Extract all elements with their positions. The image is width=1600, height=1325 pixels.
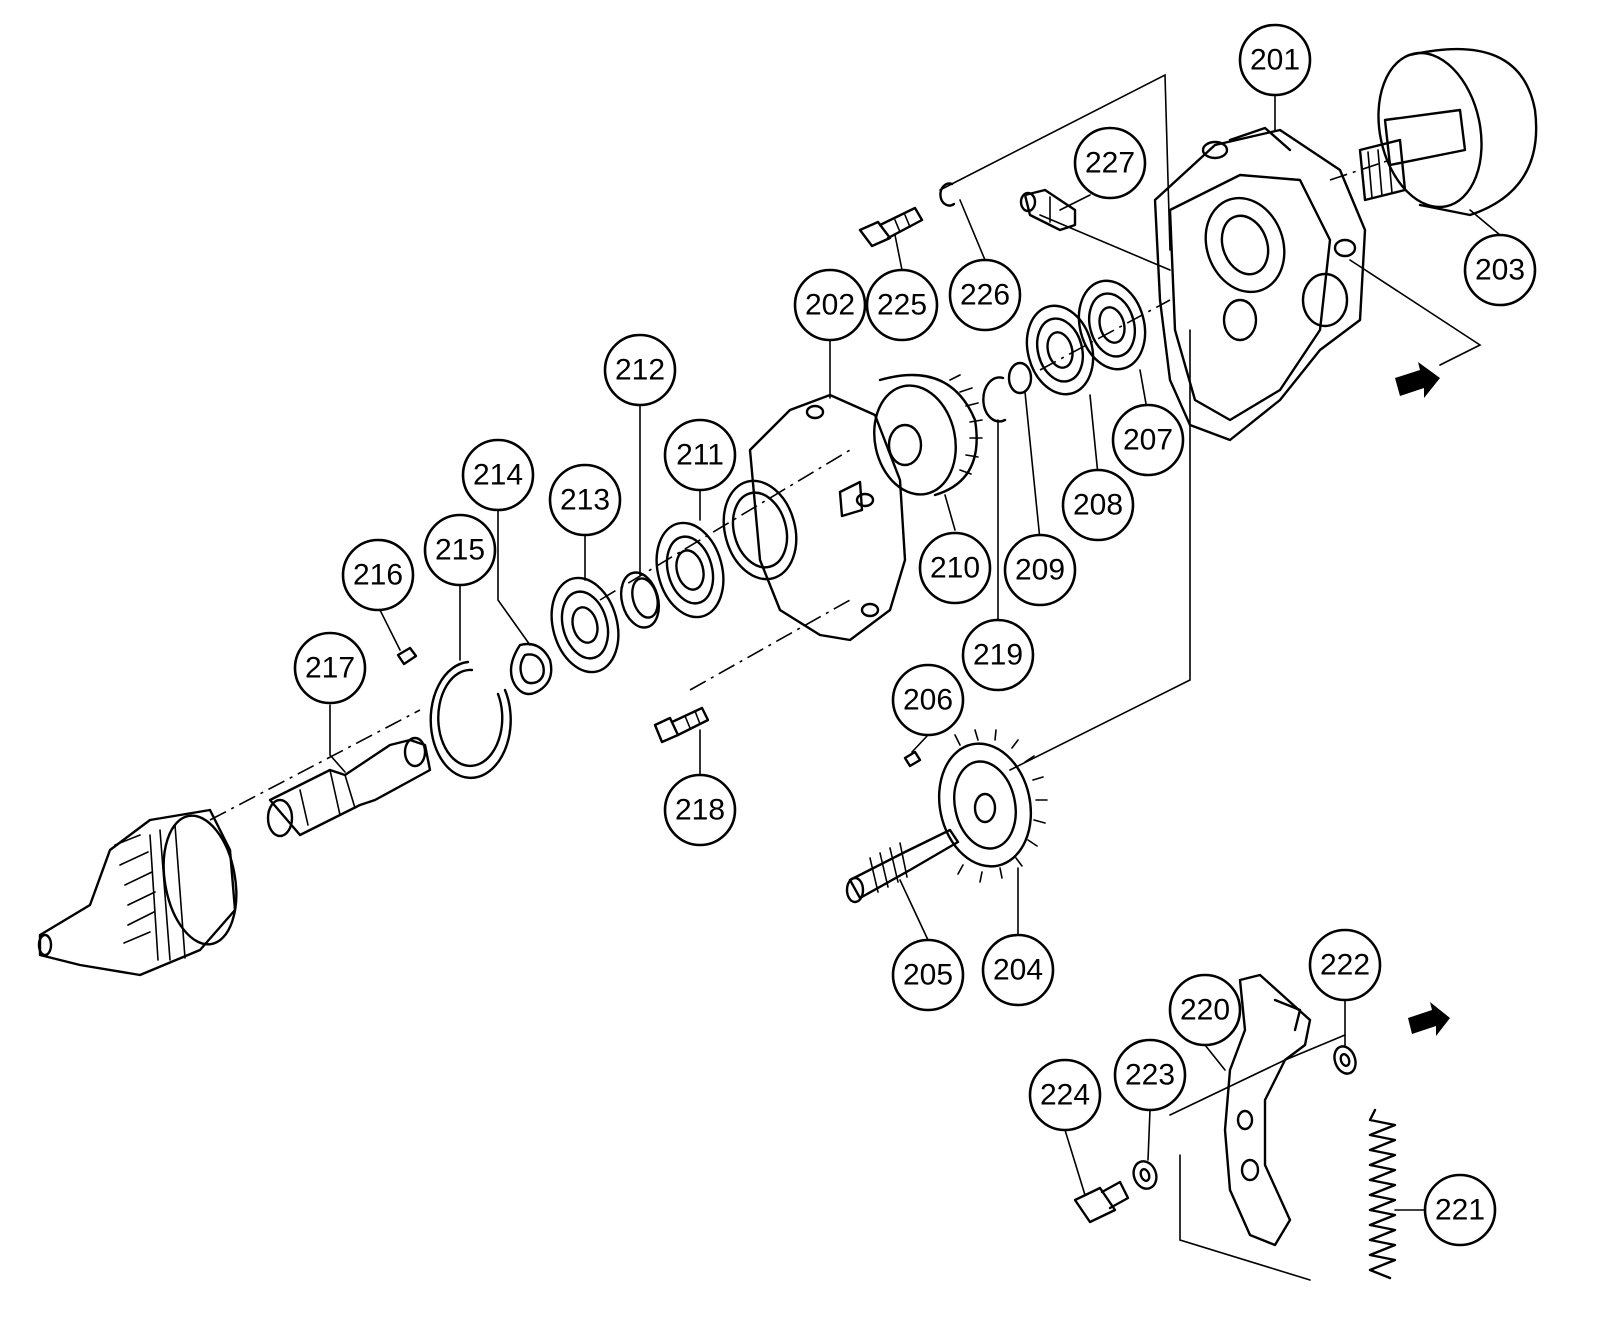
callout-217: 217 — [293, 631, 367, 705]
ball-bearing-213-part — [550, 576, 620, 674]
callout-223: 223 — [1113, 1038, 1187, 1112]
callout-210: 210 — [918, 531, 992, 605]
lever-220-part — [1223, 973, 1312, 1247]
leader-lines — [329, 94, 1501, 1211]
callout-222: 222 — [1308, 928, 1382, 1002]
callout-label: 220 — [1180, 994, 1230, 1027]
washer-222-part — [1333, 1045, 1357, 1075]
wave-washer-part — [509, 642, 553, 696]
callout-label: 215 — [435, 534, 485, 567]
snap-ring-219-part — [982, 376, 1007, 423]
callout-227: 227 — [1073, 126, 1147, 200]
callout-208: 208 — [1061, 468, 1135, 542]
callout-label: 209 — [1015, 554, 1065, 587]
callout-212: 212 — [603, 333, 677, 407]
callout-label: 216 — [353, 559, 403, 592]
callout-label: 208 — [1073, 489, 1123, 522]
callout-label: 222 — [1320, 949, 1370, 982]
washer-223-part — [1132, 1160, 1158, 1190]
callout-207: 207 — [1111, 403, 1185, 477]
callout-label: 210 — [930, 552, 980, 585]
key-216-part — [396, 646, 418, 666]
callout-211: 211 — [663, 418, 737, 492]
callout-label: 218 — [675, 794, 725, 827]
ring-212-part — [619, 571, 661, 629]
ball-bearing-211-part — [655, 521, 725, 619]
callout-label: 214 — [473, 459, 523, 492]
ball-bearing-207-part — [1077, 279, 1147, 371]
callout-205: 205 — [891, 938, 965, 1012]
callout-203: 203 — [1463, 233, 1537, 307]
callout-202: 202 — [793, 268, 867, 342]
callout-label: 226 — [960, 279, 1010, 312]
gear-cover-part — [722, 393, 907, 642]
callout-label: 217 — [305, 652, 355, 685]
callout-224: 224 — [1028, 1058, 1102, 1132]
spindle-part — [266, 736, 432, 838]
snap-ring-209-part — [1007, 361, 1033, 395]
key-206-part — [903, 750, 922, 768]
callout-label: 225 — [877, 289, 927, 322]
callout-225: 225 — [865, 268, 939, 342]
callout-label: 221 — [1435, 1194, 1485, 1227]
screw-218-part — [653, 706, 710, 744]
gear-204-part — [937, 729, 1048, 883]
arrow-right-icon — [1408, 1002, 1450, 1036]
gear-210-part — [873, 373, 983, 497]
callout-label: 223 — [1125, 1059, 1175, 1092]
callout-label: 219 — [973, 639, 1023, 672]
callout-label: 212 — [615, 354, 665, 387]
arrow-right-icon — [1395, 362, 1440, 398]
callout-215: 215 — [423, 513, 497, 587]
clutch-drum-part — [1358, 47, 1538, 217]
grease-nipple-part — [1019, 188, 1077, 232]
callout-label: 203 — [1475, 254, 1525, 287]
retaining-ring-215-part — [429, 660, 512, 779]
spring-221-part — [1368, 1108, 1397, 1280]
screw-225-part — [858, 206, 924, 248]
pinion-shaft-part — [845, 828, 960, 904]
ball-bearing-208-part — [1025, 304, 1095, 396]
callout-label: 205 — [903, 959, 953, 992]
callout-label: 207 — [1123, 424, 1173, 457]
callout-216: 216 — [341, 538, 415, 612]
drill-chuck-part — [37, 808, 238, 977]
bolt-224-part — [1073, 1180, 1130, 1224]
callout-206: 206 — [891, 663, 965, 737]
small-snap-ring-part — [939, 182, 956, 207]
callout-204: 204 — [981, 933, 1055, 1007]
callout-213: 213 — [548, 463, 622, 537]
callout-label: 204 — [993, 954, 1043, 987]
callout-218: 218 — [663, 773, 737, 847]
guide-lines — [209, 73, 1482, 1281]
callout-209: 209 — [1003, 533, 1077, 607]
callout-label: 201 — [1250, 44, 1300, 77]
callout-label: 206 — [903, 684, 953, 717]
callout-214: 214 — [461, 438, 535, 512]
gear-case-part — [1153, 126, 1367, 442]
callout-label: 202 — [805, 289, 855, 322]
callout-219: 219 — [961, 618, 1035, 692]
callout-201: 201 — [1238, 23, 1312, 97]
callout-label: 227 — [1085, 147, 1135, 180]
callout-label: 213 — [560, 484, 610, 517]
callout-label: 211 — [676, 439, 724, 472]
callout-226: 226 — [948, 258, 1022, 332]
callout-label: 224 — [1040, 1079, 1090, 1112]
callout-221: 221 — [1423, 1173, 1497, 1247]
callout-220: 220 — [1168, 973, 1242, 1047]
